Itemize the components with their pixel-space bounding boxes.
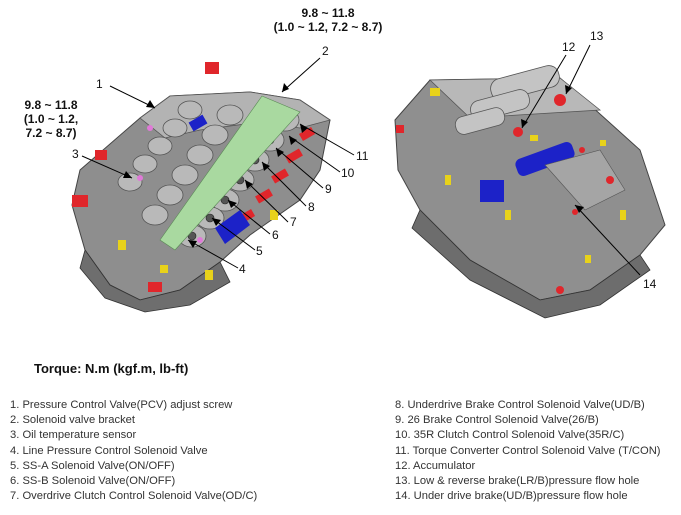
legend-item: 13. Low & reverse brake(LR/B)pressure fl… (395, 475, 640, 488)
callout-13: 13 (590, 29, 604, 43)
torque-spec-left-line2: (1.0 ~ 1.2, (23, 112, 79, 126)
callout-1: 1 (96, 77, 103, 91)
legend-item: 5. SS-A Solenoid Valve(ON/OFF) (10, 459, 175, 472)
torque-spec-left-line3: 7.2 ~ 8.7) (25, 126, 77, 140)
legend-right-column: 8. Underdrive Brake Control Solenoid Val… (395, 398, 677, 504)
torque-spec-top-line1: 9.8 ~ 11.8 (301, 6, 355, 20)
legend-item: 7. Overdrive Clutch Control Solenoid Val… (10, 490, 258, 503)
legend-item: 10. 35R Clutch Control Solenoid Valve(35… (395, 429, 625, 442)
callout-3: 3 (72, 147, 79, 161)
legend-left-column: 1. Pressure Control Valve(PCV) adjust sc… (10, 398, 380, 504)
torque-spec-left-line1: 9.8 ~ 11.8 (24, 98, 78, 112)
valve-body-illustration (71, 44, 666, 319)
torque-units-heading: Torque: N.m (kgf.m, lb-ft) (34, 361, 189, 376)
callout-6: 6 (272, 228, 279, 242)
legend-item: 11. Torque Converter Control Solenoid Va… (395, 444, 661, 457)
callout-11: 11 (356, 149, 369, 163)
legend-item: 9. 26 Brake Control Solenoid Valve(26/B) (395, 414, 599, 427)
callout-2: 2 (322, 44, 329, 58)
callout-9: 9 (325, 182, 332, 196)
legend-item: 2. Solenoid valve bracket (10, 414, 136, 427)
legend-item: 8. Underdrive Brake Control Solenoid Val… (395, 399, 645, 411)
callout-7: 7 (290, 215, 297, 229)
legend-item: 4. Line Pressure Control Solenoid Valve (10, 444, 208, 457)
right-valve-body-assembly (394, 65, 666, 319)
callout-12: 12 (562, 40, 576, 54)
torque-spec-top-line2: (1.0 ~ 1.2, 7.2 ~ 8.7) (273, 20, 383, 34)
legend-item: 14. Under drive brake(UD/B)pressure flow… (395, 490, 628, 503)
callout-14: 14 (643, 277, 657, 291)
legend-item: 1. Pressure Control Valve(PCV) adjust sc… (10, 399, 233, 411)
callout-4: 4 (239, 262, 246, 276)
torque-spec-top: 9.8 ~ 11.8 (1.0 ~ 1.2, 7.2 ~ 8.7) (262, 6, 394, 34)
legend-item: 3. Oil temperature sensor (10, 429, 137, 442)
callout-8: 8 (308, 200, 315, 214)
left-valve-body-assembly (71, 62, 331, 313)
callout-10: 10 (341, 166, 355, 180)
legend-item: 6. SS-B Solenoid Valve(ON/OFF) (10, 475, 176, 488)
callout-5: 5 (256, 244, 263, 258)
torque-spec-left: 9.8 ~ 11.8 (1.0 ~ 1.2, 7.2 ~ 8.7) (14, 98, 88, 140)
legend-item: 12. Accumulator (395, 459, 476, 472)
